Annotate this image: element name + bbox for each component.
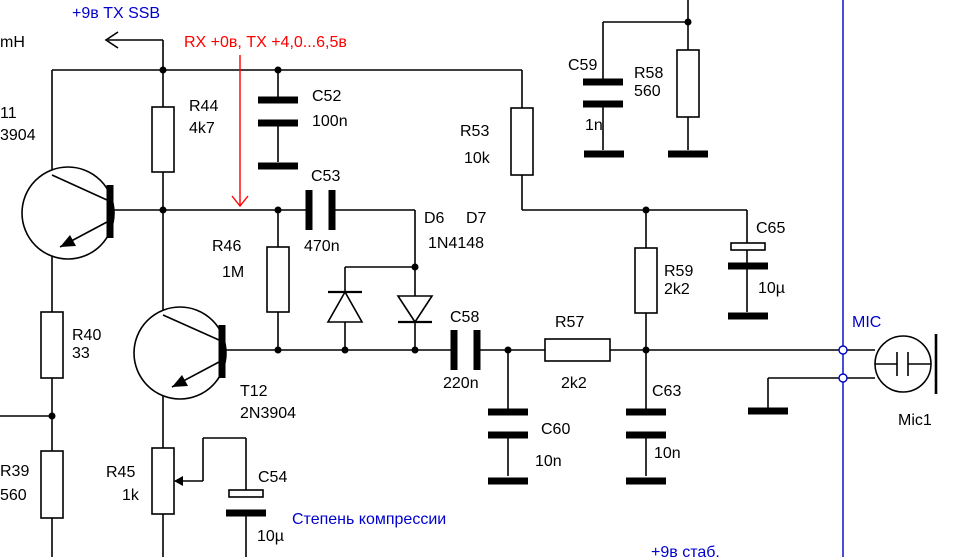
c59-value: 1n	[585, 117, 603, 134]
r45-ref: R45	[106, 464, 135, 481]
compression-label: Степень компрессии	[292, 511, 446, 528]
rx-tx-arrow	[231, 55, 249, 208]
resistor-r58	[676, 49, 700, 118]
c54-value: 10µ	[257, 528, 284, 545]
resistor-r57	[544, 338, 611, 362]
c53-value: 470n	[304, 238, 340, 255]
mic-label: MIC	[852, 314, 881, 331]
rx-tx-voltage-label: RX +0в, TX +4,0...6,5в	[184, 34, 347, 51]
r46-ref: R46	[212, 238, 241, 255]
mic1-ref: Mic1	[898, 412, 932, 429]
mic-terminal-1	[838, 345, 848, 355]
microphone-mic1	[874, 334, 938, 394]
resistor-r45	[151, 447, 175, 515]
r57-value: 2k2	[561, 375, 587, 392]
t12-ref: T12	[240, 383, 268, 400]
r57-ref: R57	[555, 314, 584, 331]
transistor-t12	[133, 306, 227, 400]
mic-terminal-2	[838, 373, 848, 383]
d7-ref: D7	[466, 210, 487, 227]
supply-tx-label: +9в TX SSB	[72, 5, 160, 22]
t11-value: 3904	[0, 127, 36, 144]
r39-ref: R39	[0, 463, 29, 480]
c63-value: 10n	[654, 445, 681, 462]
r53-value: 10k	[464, 150, 491, 167]
r40-ref: R40	[72, 327, 101, 344]
resistor-r40	[40, 311, 64, 379]
junction-dots	[48, 18, 692, 420]
c53-ref: C53	[311, 168, 340, 185]
diode-d6	[326, 290, 364, 323]
resistor-r53	[510, 107, 534, 176]
r44-ref: R44	[189, 98, 218, 115]
resistor-r39	[40, 450, 64, 519]
c52-ref: C52	[312, 88, 341, 105]
supply-stab-label: +9в стаб.	[651, 544, 720, 557]
r45-wiper-arrow	[174, 476, 183, 486]
resistors	[40, 49, 700, 519]
transistor-t11	[21, 166, 115, 260]
inductor-unit-label: mH	[0, 34, 25, 51]
resistor-r59	[634, 247, 658, 314]
t11-ref: 11	[0, 105, 17, 122]
c60-ref: C60	[541, 421, 570, 438]
r53-ref: R53	[460, 123, 489, 140]
c58-ref: C58	[450, 309, 479, 326]
r58-ref: R58	[634, 65, 663, 82]
c63-ref: C63	[652, 383, 681, 400]
r59-value: 2k2	[664, 281, 690, 298]
c58-value: 220n	[443, 375, 479, 392]
c59-ref: C59	[568, 57, 597, 74]
r59-ref: R59	[664, 263, 693, 280]
resistor-r46	[266, 246, 290, 313]
r39-value: 560	[0, 487, 27, 504]
t12-value: 2N3904	[240, 405, 296, 422]
resistor-r44	[151, 106, 175, 173]
c65-ref: C65	[756, 220, 785, 237]
c60-value: 10n	[535, 453, 562, 470]
r58-value: 560	[634, 83, 661, 100]
capacitors	[226, 78, 788, 517]
r44-value: 4k7	[189, 120, 215, 137]
r46-value: 1M	[222, 264, 244, 281]
r45-value: 1k	[122, 487, 140, 504]
r40-value: 33	[72, 345, 90, 362]
d6-ref: D6	[424, 210, 445, 227]
c65-value: 10µ	[758, 280, 785, 297]
c52-value: 100n	[312, 113, 348, 130]
diode-d7	[396, 295, 434, 324]
c54-ref: C54	[258, 469, 287, 486]
diode-value: 1N4148	[428, 235, 484, 252]
